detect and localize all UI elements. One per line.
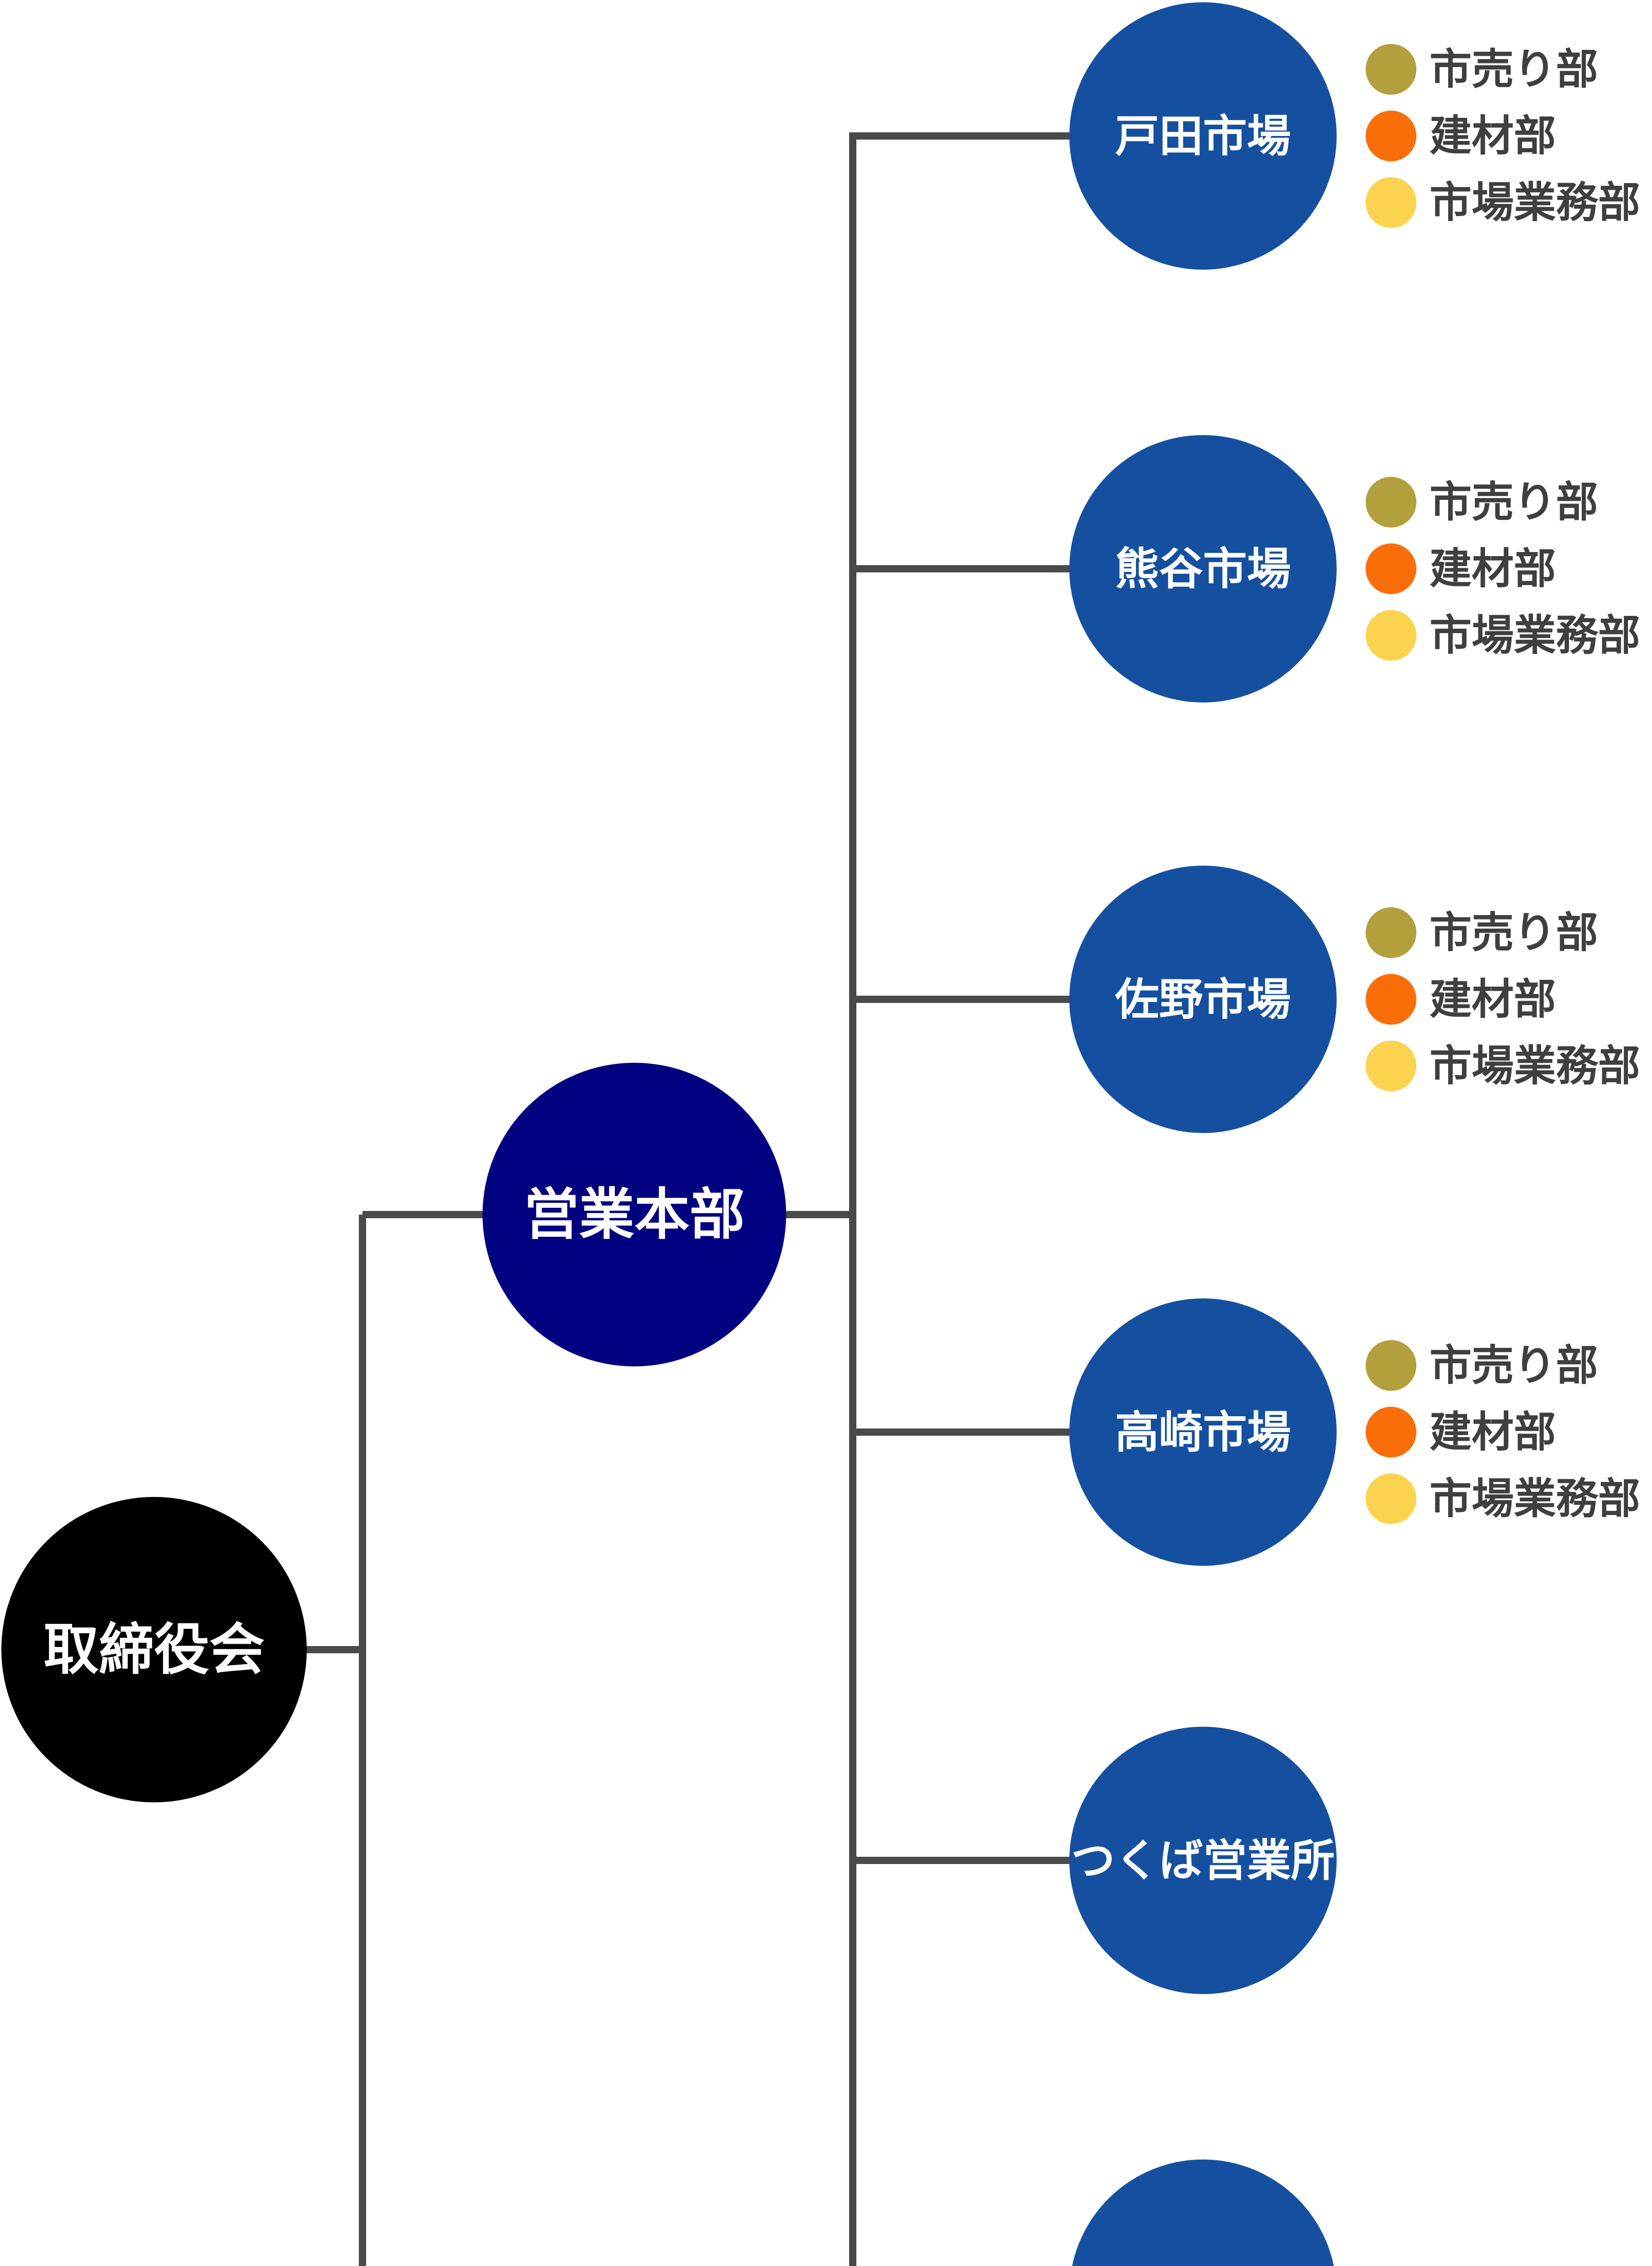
node-toda-market-dept-0-dot	[1366, 44, 1416, 95]
node-sano-market-dept-0: 市売り部	[1366, 907, 1598, 958]
node-toda-market-dept-0-label: 市売り部	[1430, 45, 1598, 93]
node-sano-market-dept-1-dot	[1366, 974, 1416, 1025]
node-sano-market-dept-2: 市場業務部	[1366, 1041, 1640, 1091]
node-sales-hq: 営業本部	[483, 1063, 786, 1366]
node-sales-hq-label: 営業本部	[524, 1184, 745, 1245]
node-takasaki-market-dept-1-dot	[1366, 1407, 1416, 1457]
node-kumagaya-market-dept-2-dot	[1366, 610, 1416, 661]
node-kumagaya-market-dept-0-label: 市売り部	[1430, 478, 1598, 526]
node-tsukuba-office: つくば営業所	[1069, 1727, 1337, 1994]
node-takasaki-market-label: 高崎市場	[1115, 1407, 1291, 1457]
node-board: 取締役会	[1, 1497, 307, 1802]
node-tsukuba-office-label: つくば営業所	[1071, 1835, 1335, 1885]
node-kumagaya-market-dept-0-dot	[1366, 477, 1416, 528]
connector-main-trunk	[359, 1215, 366, 2266]
node-sano-market-dept-1: 建材部	[1366, 974, 1556, 1025]
node-toda-market-dept-1-dot	[1366, 111, 1416, 161]
node-kumagaya-market-dept-0: 市売り部	[1366, 477, 1598, 528]
node-sano-market-dept-0-label: 市売り部	[1430, 909, 1598, 956]
node-toda-market-dept-0: 市売り部	[1366, 44, 1598, 95]
node-kumagaya-market-dept-2: 市場業務部	[1366, 610, 1640, 661]
node-kumagaya-market-dept-1-label: 建材部	[1430, 545, 1556, 592]
node-kumagaya-market-label: 熊谷市場	[1115, 544, 1291, 594]
node-sano-market: 佐野市場	[1069, 866, 1337, 1133]
node-kumagaya-market-dept-1-dot	[1366, 543, 1416, 594]
node-kumagaya-market-dept-1: 建材部	[1366, 543, 1556, 594]
node-takasaki-market-dept-2-label: 市場業務部	[1430, 1475, 1640, 1522]
node-toda-market-dept-2: 市場業務部	[1366, 177, 1640, 228]
node-new-business-office: 新事業推進室	[1069, 2159, 1337, 2266]
node-toda-market-dept-2-dot	[1366, 177, 1416, 228]
node-takasaki-market-dept-1-label: 建材部	[1430, 1408, 1556, 1456]
node-toda-market-label: 戸田市場	[1115, 111, 1291, 161]
node-sano-market-dept-1-label: 建材部	[1430, 975, 1556, 1023]
node-board-label: 取締役会	[43, 1619, 265, 1680]
node-takasaki-market-dept-0-dot	[1366, 1340, 1416, 1391]
node-kumagaya-market-dept-2-label: 市場業務部	[1430, 611, 1640, 659]
node-sano-market-dept-2-dot	[1366, 1041, 1416, 1091]
node-sano-market-dept-2-label: 市場業務部	[1430, 1042, 1640, 1089]
node-takasaki-market: 高崎市場	[1069, 1298, 1337, 1566]
node-kumagaya-market: 熊谷市場	[1069, 435, 1337, 702]
node-toda-market-dept-2-label: 市場業務部	[1430, 179, 1640, 226]
node-sano-market-dept-0-dot	[1366, 907, 1416, 958]
node-takasaki-market-dept-0-label: 市売り部	[1430, 1341, 1598, 1389]
node-toda-market: 戸田市場	[1069, 2, 1337, 270]
node-toda-market-dept-1: 建材部	[1366, 111, 1556, 161]
node-takasaki-market-dept-2: 市場業務部	[1366, 1473, 1640, 1524]
connector-sales-trunk	[849, 136, 856, 2266]
node-takasaki-market-dept-1: 建材部	[1366, 1407, 1556, 1457]
node-takasaki-market-dept-2-dot	[1366, 1473, 1416, 1524]
node-sano-market-label: 佐野市場	[1115, 974, 1291, 1024]
node-takasaki-market-dept-0: 市売り部	[1366, 1340, 1598, 1391]
node-toda-market-dept-1-label: 建材部	[1430, 112, 1556, 160]
